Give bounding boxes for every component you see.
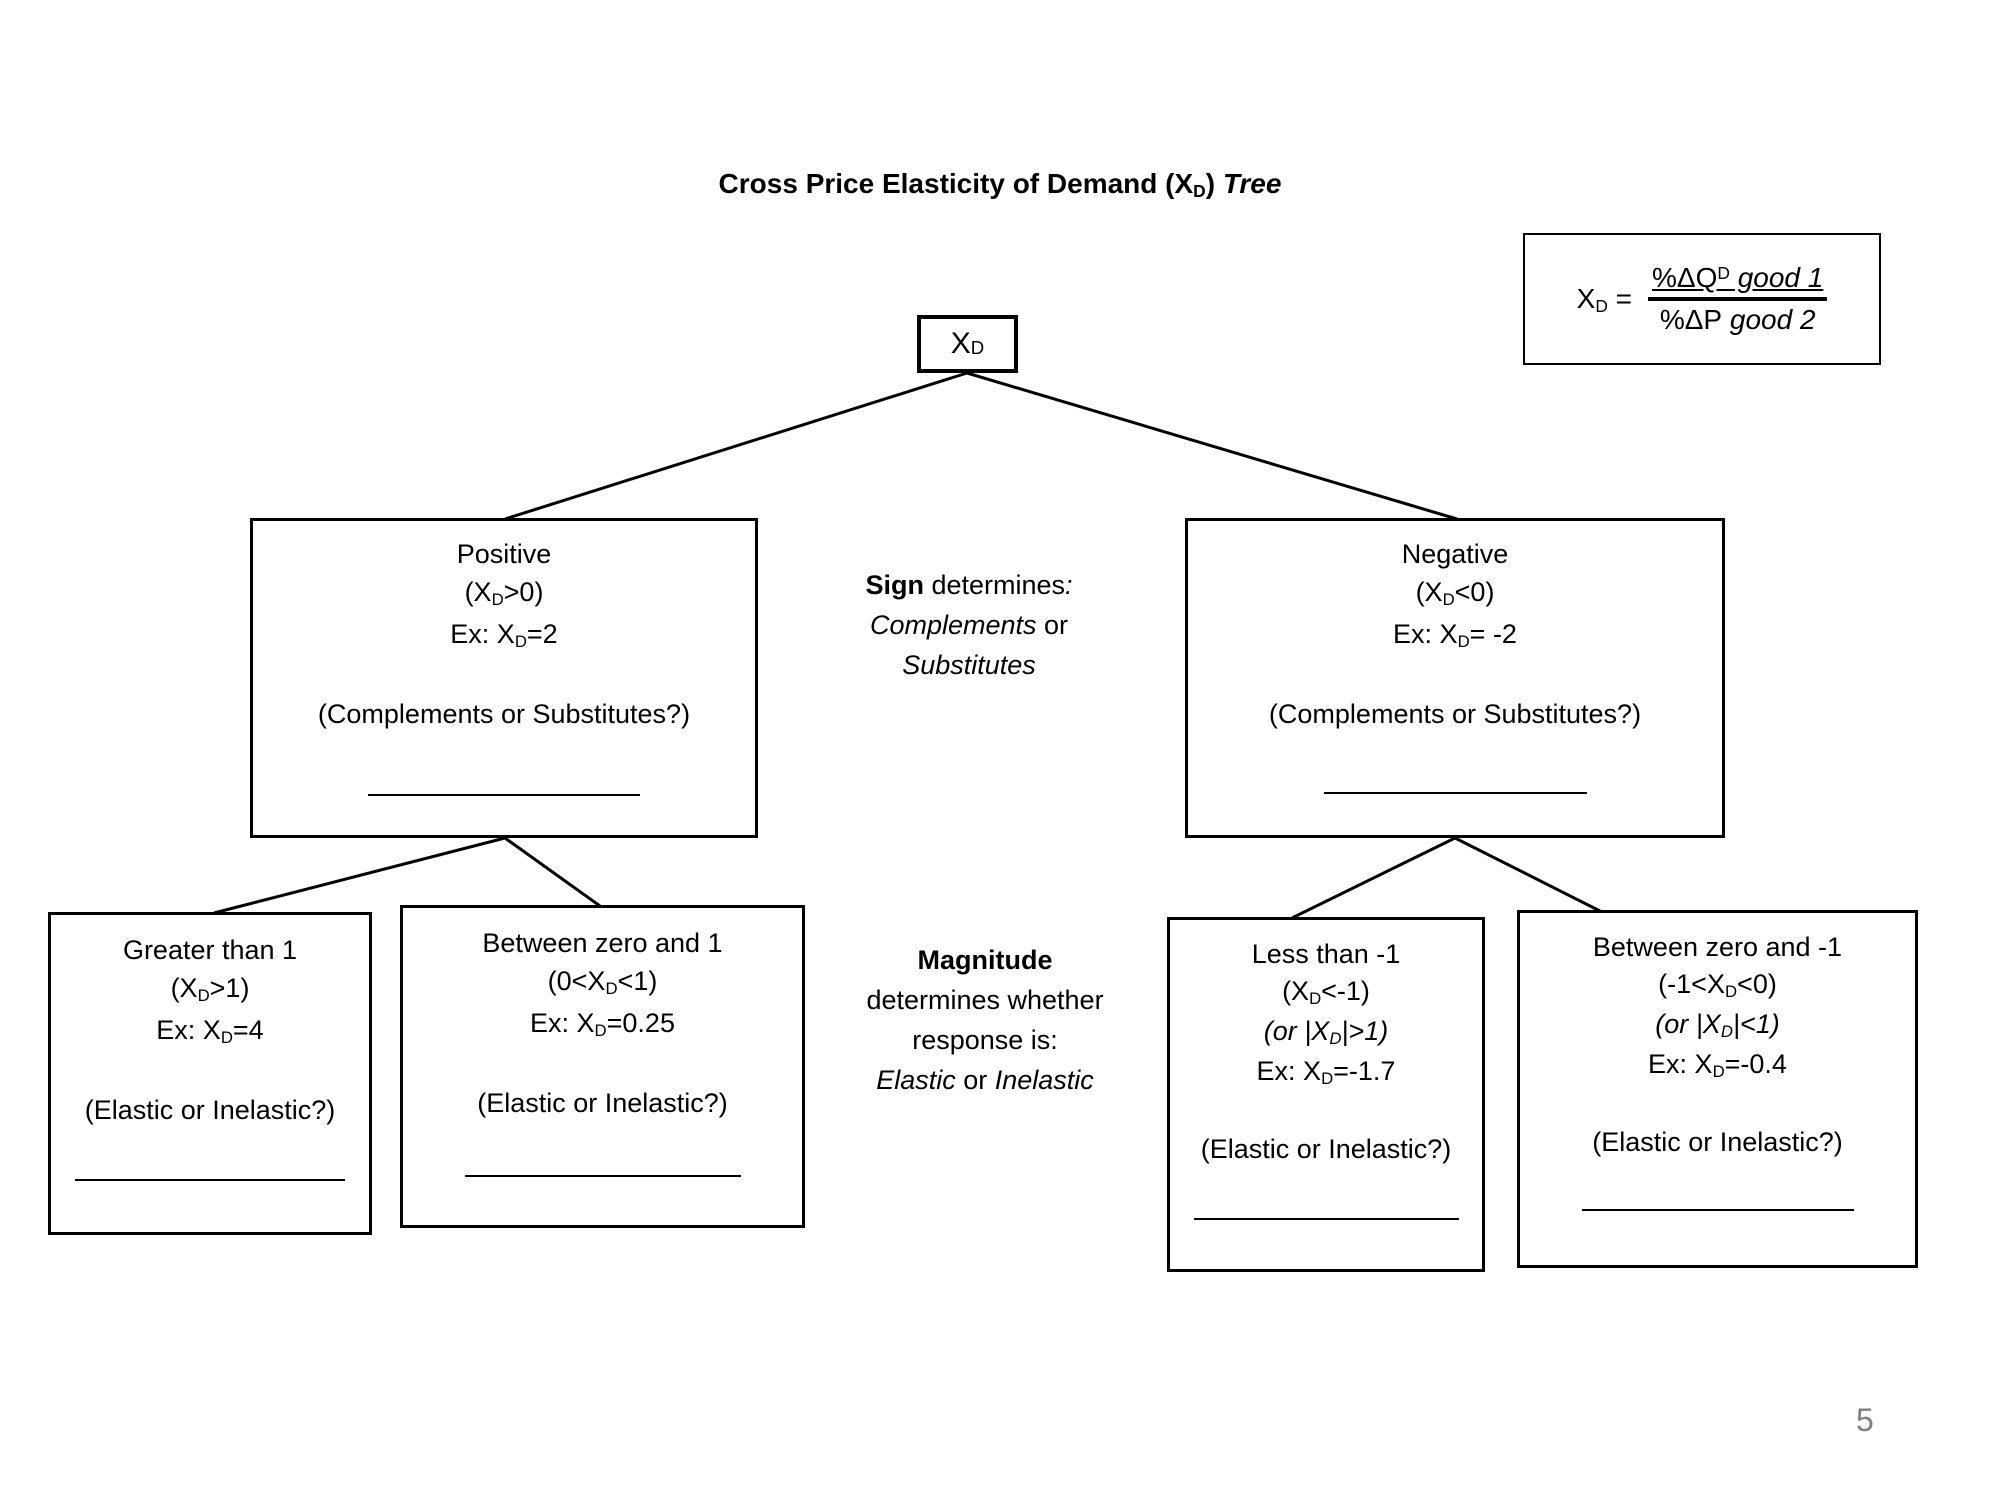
tree-edge <box>213 836 506 915</box>
node-title: Between zero and -1 <box>1592 932 1843 962</box>
node-title: Between zero and 1 <box>482 928 723 958</box>
node-between-zero-and-neg-1: Between zero and -1 (-1<XD<0) (or |XD|<1… <box>1517 910 1918 1268</box>
node-condition: (-1<XD<0) <box>1658 969 1777 1001</box>
tree-edge <box>504 836 601 908</box>
tree-edge <box>1454 836 1601 913</box>
formula-lhs: XD = <box>1576 283 1632 316</box>
tree-edge <box>1291 836 1456 920</box>
node-question: (Elastic or Inelastic?) <box>1200 1134 1452 1164</box>
note-line: Magnitude <box>917 945 1053 975</box>
node-condition: (XD>0) <box>464 577 544 609</box>
spacer <box>51 1053 369 1091</box>
node-question: (Complements or Substitutes?) <box>1268 699 1642 729</box>
tree-edge <box>504 371 968 521</box>
node-greater-than-1: Greater than 1 (XD>1) Ex: XD=4 (Elastic … <box>48 912 372 1235</box>
formula-denominator: %ΔP good 2 <box>1659 304 1816 335</box>
node-example: Ex: XD=2 <box>450 619 558 651</box>
node-condition: (XD<-1) <box>1282 976 1370 1008</box>
node-question: (Elastic or Inelastic?) <box>477 1088 728 1118</box>
node-abs-condition: (or |XD|>1) <box>1263 1016 1389 1048</box>
node-example: Ex: XD=-1.7 <box>1256 1056 1396 1088</box>
node-title: Less than -1 <box>1251 939 1401 969</box>
node-title: Greater than 1 <box>122 935 298 965</box>
formula-box: XD = %ΔQD good 1 %ΔP good 2 <box>1523 233 1881 365</box>
note-line: Complements or <box>869 610 1069 640</box>
node-question: (Elastic or Inelastic?) <box>1592 1127 1843 1157</box>
spacer <box>1188 657 1722 695</box>
blank-answer-line <box>368 794 640 796</box>
node-positive: Positive (XD>0) Ex: XD=2 (Complements or… <box>250 518 758 838</box>
node-condition: (XD<0) <box>1415 577 1495 609</box>
spacer <box>403 1046 802 1084</box>
note-line: Sign determines: <box>865 570 1073 600</box>
blank-answer-line <box>464 1175 741 1177</box>
spacer <box>1520 1086 1915 1124</box>
node-example: Ex: XD=0.25 <box>530 1008 675 1040</box>
blank-answer-line <box>1581 1209 1854 1211</box>
spacer <box>253 657 755 695</box>
spacer <box>1170 1093 1482 1131</box>
note-magnitude: Magnitude determines whether response is… <box>830 940 1140 1100</box>
note-line: Substitutes <box>902 650 1036 680</box>
node-condition: (XD>1) <box>170 973 250 1005</box>
note-line: response is: <box>912 1025 1058 1055</box>
node-question: (Elastic or Inelastic?) <box>84 1095 336 1125</box>
node-example: Ex: XD=-0.4 <box>1648 1049 1787 1081</box>
note-line: determines whether <box>866 985 1104 1015</box>
formula-fraction: %ΔQD good 1 %ΔP good 2 <box>1648 262 1828 336</box>
note-line: Elastic or Inelastic <box>876 1065 1094 1095</box>
note-sign: Sign determines: Complements or Substitu… <box>814 565 1124 685</box>
formula-numerator: %ΔQD good 1 <box>1648 262 1828 301</box>
node-negative: Negative (XD<0) Ex: XD= -2 (Complements … <box>1185 518 1725 838</box>
node-example: Ex: XD=4 <box>156 1015 264 1047</box>
blank-answer-line <box>1323 792 1587 794</box>
blank-answer-line <box>75 1179 345 1181</box>
node-title: Positive <box>456 539 552 569</box>
node-title: Negative <box>1401 539 1509 569</box>
page-number: 5 <box>1856 1402 1874 1438</box>
node-abs-condition: (or |XD|<1) <box>1655 1009 1780 1041</box>
node-example: Ex: XD= -2 <box>1393 619 1517 651</box>
node-less-than-neg-1: Less than -1 (XD<-1) (or |XD|>1) Ex: XD=… <box>1167 917 1485 1272</box>
node-between-zero-and-1: Between zero and 1 (0<XD<1) Ex: XD=0.25 … <box>400 905 805 1228</box>
page-title: Cross Price Elasticity of Demand (XD) Tr… <box>718 168 1282 201</box>
blank-answer-line <box>1193 1218 1459 1220</box>
node-question: (Complements or Substitutes?) <box>317 699 691 729</box>
tree-edge <box>966 371 1458 521</box>
node-condition: (0<XD<1) <box>547 966 658 998</box>
